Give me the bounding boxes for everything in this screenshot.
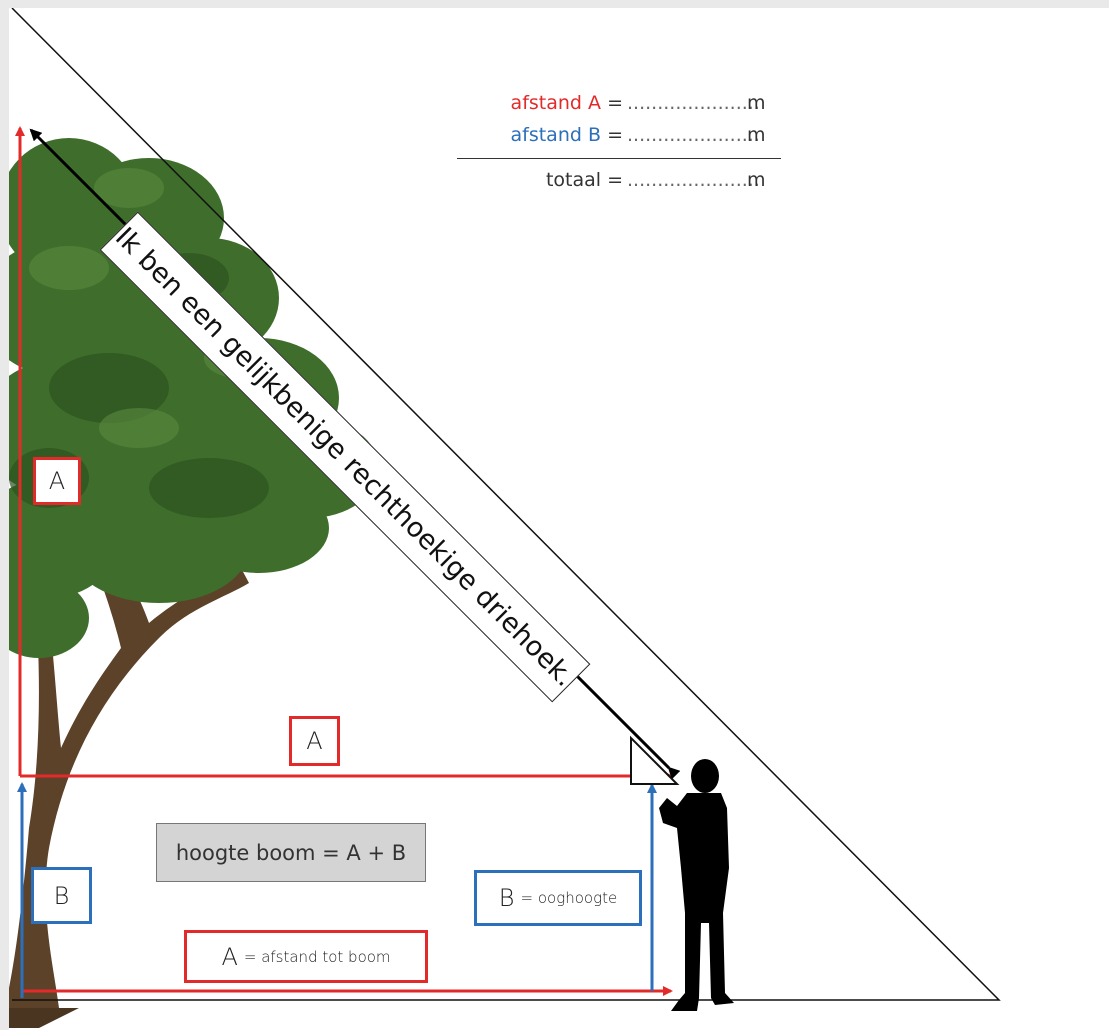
- calc-a-word: afstand: [510, 92, 582, 114]
- label-a-ground-letter: A: [221, 942, 238, 971]
- tree-height-formula: hoogte boom = A + B: [156, 823, 426, 882]
- label-b-eye-height: B = ooghoogte: [474, 870, 642, 926]
- distance-calculation: afstand A = ...................... m afs…: [457, 88, 781, 197]
- calc-a-equals: =: [607, 92, 623, 114]
- label-a-distance-to-tree: A = afstand tot boom: [184, 930, 428, 983]
- diagram-canvas: afstand A = ...................... m afs…: [9, 8, 1109, 1030]
- calc-b-blank: ......................: [627, 124, 760, 146]
- calc-b-equals: =: [607, 124, 623, 146]
- set-square-icon: [630, 735, 680, 785]
- calc-row-a: afstand A = ...................... m: [457, 88, 781, 120]
- person-silhouette: [659, 759, 734, 1011]
- calc-total-label: totaal =: [545, 169, 623, 191]
- label-a-vertical: A: [33, 457, 81, 505]
- calc-a-letter: A: [588, 92, 602, 114]
- calc-sum-line: [457, 158, 781, 159]
- label-a-ground-text: = afstand tot boom: [243, 947, 391, 966]
- calc-row-b: afstand B = ...................... m: [457, 120, 781, 152]
- calc-b-letter: B: [587, 124, 602, 146]
- calc-total-unit: m: [747, 169, 766, 191]
- label-b-eye-letter: B: [498, 884, 515, 912]
- label-b-left: B: [31, 867, 92, 924]
- label-b-eye-text: = ooghoogte: [520, 889, 618, 907]
- calc-total-blank: ......................: [627, 169, 760, 191]
- calc-b-word: afstand: [510, 124, 582, 146]
- calc-a-blank: ......................: [627, 92, 760, 114]
- label-a-horizontal: A: [289, 716, 340, 766]
- tree-trunk-root: [9, 1008, 79, 1028]
- calc-a-unit: m: [747, 92, 766, 114]
- calc-row-total: totaal = ...................... m: [457, 165, 781, 197]
- calc-b-unit: m: [747, 124, 766, 146]
